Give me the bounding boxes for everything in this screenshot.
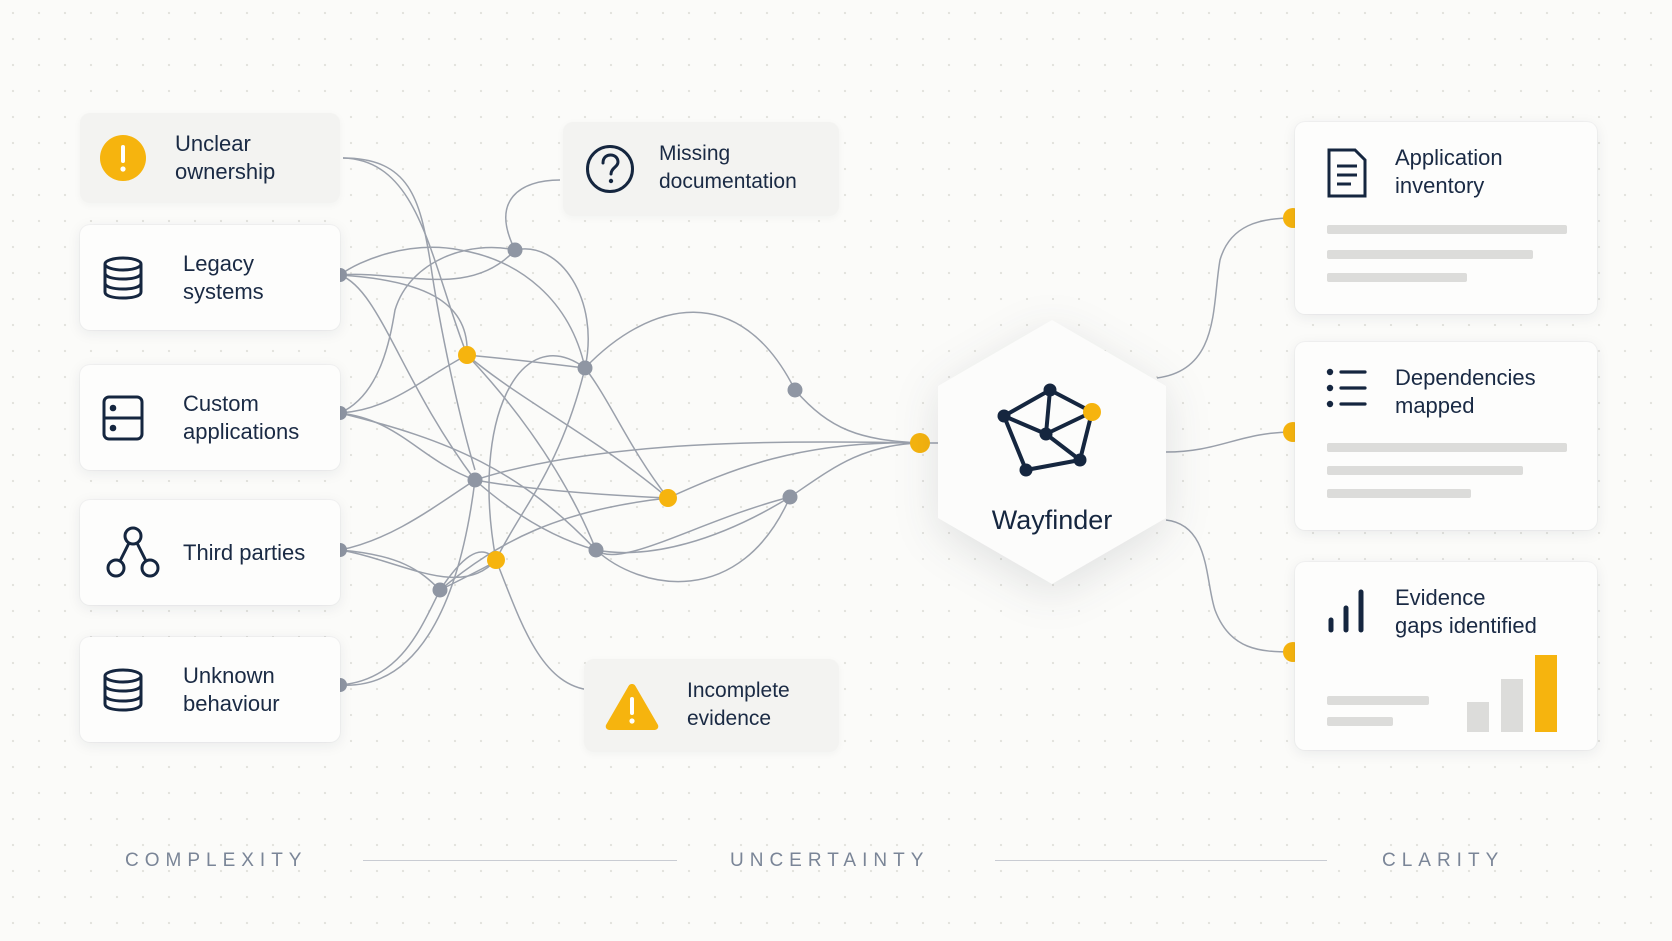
- network-graph-icon: [997, 383, 1101, 477]
- output-label: Evidence gaps identified: [1395, 585, 1537, 638]
- source-card-unclear-ownership[interactable]: Unclear ownership: [80, 113, 340, 203]
- placeholder-line: [1327, 273, 1467, 282]
- source-label: Custom applications: [183, 390, 300, 444]
- bar-chart-icon: [1328, 589, 1364, 633]
- document-icon: [1327, 148, 1367, 198]
- gap-bar-highlight: [1535, 655, 1557, 732]
- placeholder-line: [1327, 696, 1429, 705]
- database-icon: [103, 256, 143, 300]
- stage-label-clarity: CLARITY: [1382, 850, 1505, 871]
- database-icon: [103, 668, 143, 712]
- warning-triangle-icon: [605, 684, 659, 730]
- source-label: Unclear ownership: [175, 131, 276, 184]
- output-card-dependencies-mapped[interactable]: Dependencies mapped: [1295, 342, 1597, 530]
- issue-card-incomplete-evidence[interactable]: Incomplete evidence: [584, 659, 839, 752]
- issue-label: Missing documentation: [659, 142, 797, 193]
- source-card-custom-applications[interactable]: Custom applications: [80, 365, 340, 470]
- stage-label-uncertainty: UNCERTAINTY: [730, 850, 930, 871]
- hub-title: Wayfinder: [991, 505, 1113, 535]
- stage-divider: [995, 860, 1327, 861]
- placeholder-line: [1327, 443, 1567, 452]
- output-card-application-inventory[interactable]: Application inventory: [1295, 122, 1597, 314]
- output-label: Dependencies mapped: [1395, 365, 1536, 418]
- stage-divider: [363, 860, 677, 861]
- question-icon: [586, 145, 634, 193]
- placeholder-line: [1327, 250, 1533, 259]
- source-label: Third parties: [183, 539, 306, 565]
- warning-circle-icon: [100, 135, 146, 181]
- gap-bar-small: [1467, 702, 1489, 732]
- stage-label-complexity: COMPLEXITY: [125, 850, 308, 871]
- source-card-third-parties[interactable]: Third parties: [80, 500, 340, 605]
- placeholder-line: [1327, 717, 1393, 726]
- source-card-legacy-systems[interactable]: Legacy systems: [80, 225, 340, 330]
- wayfinder-hub[interactable]: Wayfinder: [938, 320, 1166, 584]
- issue-card-missing-documentation[interactable]: Missing documentation: [563, 122, 839, 216]
- placeholder-line: [1327, 489, 1471, 498]
- issue-label: Incomplete evidence: [687, 679, 790, 730]
- share-nodes-icon: [106, 526, 160, 577]
- output-label: Application inventory: [1395, 145, 1503, 198]
- server-icon: [102, 395, 144, 440]
- output-card-evidence-gaps[interactable]: Evidence gaps identified: [1295, 562, 1597, 750]
- placeholder-line: [1327, 466, 1523, 475]
- gap-bar-medium: [1501, 679, 1523, 732]
- source-label: Unknown behaviour: [183, 662, 280, 716]
- placeholder-line: [1327, 225, 1567, 234]
- source-label: Legacy systems: [183, 250, 264, 304]
- list-icon: [1326, 368, 1367, 408]
- source-card-unknown-behaviour[interactable]: Unknown behaviour: [80, 637, 340, 742]
